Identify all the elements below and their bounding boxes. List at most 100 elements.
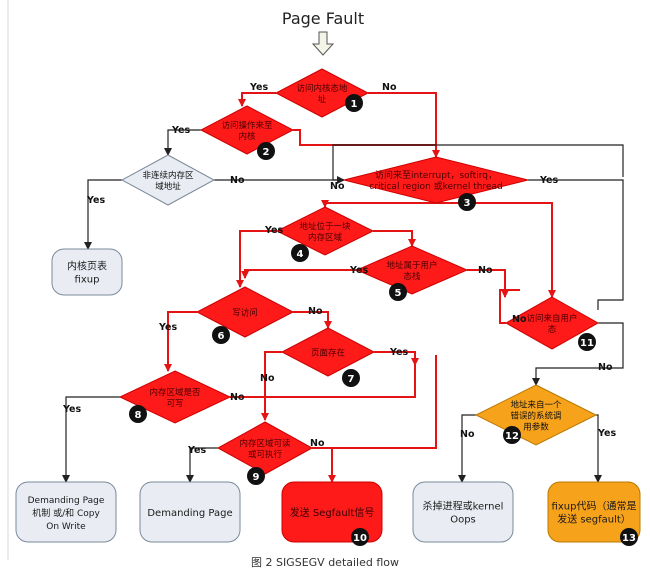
step-number: 6 xyxy=(218,331,225,342)
decision-text: 内存区域可读 xyxy=(239,438,291,449)
decision-text: 访问来自用户 xyxy=(526,313,577,324)
decision-diamond xyxy=(504,296,600,350)
decision-diamond xyxy=(120,154,216,206)
flow-arrow xyxy=(321,200,436,208)
outcome-text: 内核页表 xyxy=(67,260,107,273)
edge-label-yes: Yes xyxy=(249,82,268,93)
edge-label-yes: Yes xyxy=(597,428,616,439)
decision-text: 或可执行 xyxy=(248,449,283,460)
edge-label-yes: Yes xyxy=(158,322,177,333)
decision-text: 写访问 xyxy=(232,308,258,319)
flow-arrow xyxy=(373,230,416,247)
step-number-badge xyxy=(620,528,638,546)
edge-label-yes: Yes xyxy=(187,445,206,456)
flow-arrow xyxy=(436,202,556,298)
edge-label-yes: Yes xyxy=(264,225,283,236)
step-number: 2 xyxy=(263,147,270,158)
edge-label-no: No xyxy=(230,175,245,186)
step-number-badge xyxy=(351,528,369,546)
decision-diamond xyxy=(355,245,469,295)
edge-label-no: No xyxy=(230,392,245,403)
outcome-bDP: Demanding Page xyxy=(139,481,241,543)
flow-arrow xyxy=(241,269,357,279)
step-number-badge xyxy=(212,326,230,344)
page-title: Page Fault xyxy=(282,9,364,28)
decision-diamond xyxy=(195,286,295,338)
decision-diamond xyxy=(216,421,314,475)
step-number: 12 xyxy=(505,431,519,442)
decision-text: 访问内核态地 xyxy=(296,83,348,94)
decision-text: 访问来至interrupt，softirq， xyxy=(375,169,497,181)
decision-text: 地址来自一个 xyxy=(510,400,562,411)
outcome-text: 发送 Segfault信号 xyxy=(290,506,375,519)
decision-diamond xyxy=(280,327,376,377)
decision-text: 页面存在 xyxy=(311,348,345,359)
step-number-badge xyxy=(129,405,147,423)
edge-label-yes: Yes xyxy=(62,404,81,415)
outcome-text: Demanding Page xyxy=(147,508,232,519)
edge-label-yes: Yes xyxy=(171,125,190,136)
step-number: 7 xyxy=(348,374,355,385)
decision-text: 地址属于用户 xyxy=(386,260,437,271)
outcome-bFix: 内核页表 fixup xyxy=(51,248,123,296)
step-number: 8 xyxy=(135,410,142,421)
decision-d3: 访问来至interrupt，softirq，critical region 或k… xyxy=(343,156,529,211)
edge-label-no: No xyxy=(598,362,613,373)
outcome-text: Oops xyxy=(450,515,476,526)
decision-text: 址 xyxy=(318,94,327,105)
step-number: 5 xyxy=(395,288,402,299)
decision-diamond xyxy=(274,68,370,118)
outcome-box xyxy=(547,481,641,543)
step-number-badge xyxy=(342,369,360,387)
flow-arrow xyxy=(186,447,218,483)
edge-label-yes: Yes xyxy=(539,175,558,186)
flow-arrow xyxy=(499,289,520,324)
outcome-box xyxy=(281,481,383,543)
outcome-box xyxy=(15,481,117,543)
decision-diamond xyxy=(199,105,295,155)
flow-arrow xyxy=(467,269,509,298)
outcome-text: fixup xyxy=(75,275,100,286)
edge-label-yes: Yes xyxy=(86,195,105,206)
flow-arrow xyxy=(164,129,201,156)
flow-arrow xyxy=(532,322,624,386)
flow-arrow xyxy=(332,144,624,181)
decision-text: 访问操作来至 xyxy=(221,120,273,131)
edge-label-no: No xyxy=(260,373,275,384)
step-number-badge xyxy=(247,467,265,485)
flow-arrow xyxy=(312,355,437,449)
decision-text: 态 xyxy=(548,324,557,335)
flow-arrow xyxy=(164,311,197,372)
decision-d6: 写访问 6 xyxy=(195,286,295,344)
step-number-badge xyxy=(345,94,363,112)
outcome-text: fixup代码（通常是 xyxy=(552,500,637,513)
edge-label-no: No xyxy=(330,181,345,192)
outcome-text: 杀掉进程或kernel xyxy=(423,500,504,513)
decision-text: 错误的系统调 xyxy=(510,411,561,422)
flow-arrow xyxy=(84,179,122,250)
decision-d7: 页面存在 7 xyxy=(280,327,376,387)
figure-caption: 图 2 SIGSEGV detailed flow xyxy=(251,556,399,569)
decision-diamond xyxy=(118,370,232,424)
flow-arrow xyxy=(458,414,476,483)
step-number: 9 xyxy=(253,472,260,483)
decision-text: 内存区域是否 xyxy=(149,387,201,398)
outcome-box xyxy=(412,481,514,543)
flow-arrow xyxy=(261,351,282,421)
flow-arrow xyxy=(230,365,416,398)
flow-arrow xyxy=(374,351,419,366)
